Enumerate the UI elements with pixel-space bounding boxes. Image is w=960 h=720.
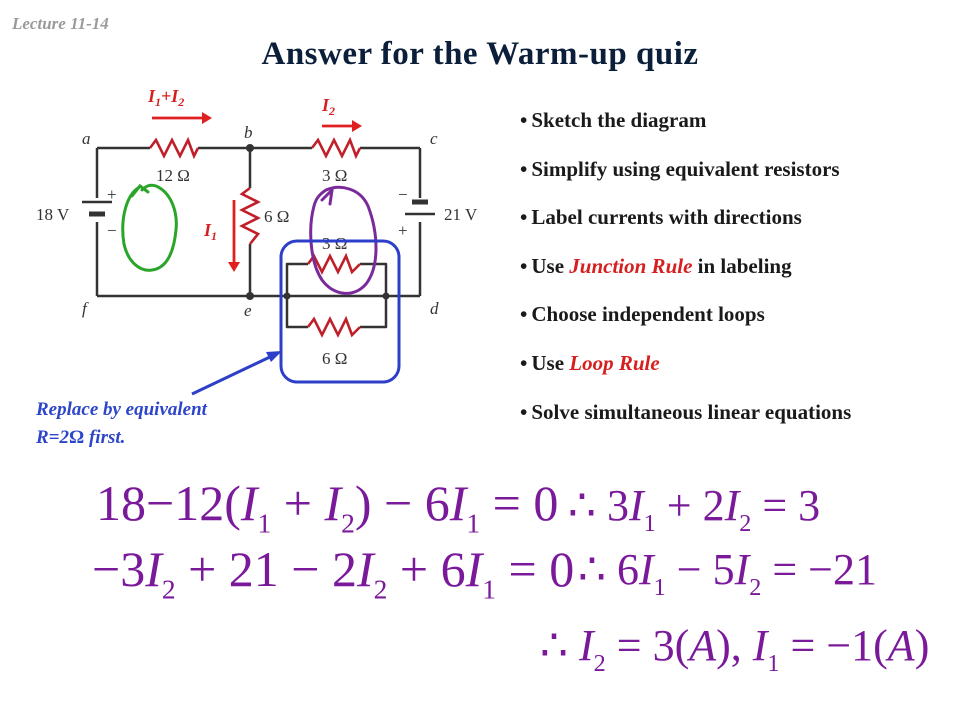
arrowhead-equivalent-pointer — [266, 351, 282, 362]
arrow-equivalent-pointer — [191, 354, 273, 396]
step-item-text: Sketch the diagram — [531, 108, 707, 132]
loop-purple — [309, 185, 378, 295]
arrowhead-current-i2 — [352, 120, 362, 132]
slide-title: Answer for the Warm-up quiz — [261, 36, 699, 72]
label-6ohm-mid: 6 Ω — [264, 207, 289, 226]
bullet-dot: • — [520, 253, 528, 278]
step-item-text: Simplify using equivalent resistors — [531, 156, 840, 181]
battery-right-minus: − — [398, 185, 408, 204]
label-6ohm-parallel: 6 Ω — [322, 349, 347, 368]
step-item: •Sketch the diagram — [520, 105, 851, 154]
resistor-6ohm-parallel — [306, 315, 361, 338]
step-item: •Simplify using equivalent resistors — [520, 154, 851, 203]
node-label-b: b — [244, 123, 253, 142]
step-item-highlight: Loop Rule — [569, 350, 660, 375]
therefore-symbol: ∴ — [578, 545, 606, 594]
step-item-text: Label currents with directions — [531, 205, 802, 230]
equation-simplified-1: ∴ 3I1 + 2I2 = 3 — [568, 481, 821, 537]
step-item-text: in labeling — [692, 253, 792, 278]
lecture-label: Lecture 11-14 — [12, 14, 109, 33]
label-current-sum: I1+I2 — [147, 86, 184, 109]
resistor-3ohm-parallel — [306, 252, 361, 275]
bullet-dot: • — [520, 302, 528, 327]
step-item-text: Choose independent loops — [531, 302, 765, 327]
arrowhead-current-sum — [202, 112, 212, 124]
bullet-dot: • — [520, 350, 528, 375]
step-item-text: Use — [531, 253, 570, 278]
step-item: •Solve simultaneous linear equations — [520, 397, 851, 446]
resistor-6ohm-mid — [239, 186, 261, 245]
equation-loop-1: 18−12(I1 + I2) − 6I1 = 0 — [96, 475, 559, 539]
battery-right-plus: + — [398, 221, 408, 240]
label-18v: 18 V — [36, 205, 70, 224]
node-label-f: f — [82, 299, 89, 318]
therefore-symbol: ∴ — [568, 481, 596, 530]
node-dot-parallel-left — [283, 292, 291, 300]
bullet-dot: • — [520, 156, 528, 181]
note-line-1: Replace by equivalent — [36, 399, 207, 420]
omega-symbol: Ω — [69, 427, 85, 448]
equation-simplified-2: ∴ 6I1 − 5I2 = −21 — [578, 545, 877, 601]
label-3ohm-parallel: 3 Ω — [322, 234, 347, 253]
step-item-text: Solve simultaneous linear equations — [531, 399, 852, 424]
resistor-12ohm — [148, 136, 200, 160]
step-item: •Use Junction Rule in labeling — [520, 251, 851, 300]
step-item-text: Use — [531, 350, 570, 375]
label-3ohm-top: 3 Ω — [322, 166, 347, 185]
equation-loop-2: −3I2 + 21 − 2I2 + 6I1 = 0 — [92, 541, 575, 605]
label-current-i1: I1 — [203, 220, 217, 243]
step-list: •Sketch the diagram•Simplify using equiv… — [520, 105, 851, 445]
step-item-highlight: Junction Rule — [569, 253, 693, 278]
step-item: •Label currents with directions — [520, 202, 851, 251]
wire-parallel — [285, 262, 388, 329]
therefore-symbol: ∴ — [540, 621, 568, 670]
label-21v: 21 V — [444, 205, 478, 224]
step-item: •Choose independent loops — [520, 299, 851, 348]
node-dot-e — [246, 292, 254, 300]
node-label-a: a — [82, 129, 91, 148]
node-dot-parallel-right — [382, 292, 390, 300]
battery-left-plus: + — [107, 185, 117, 204]
battery-left-minus: − — [107, 221, 117, 240]
step-item: •Use Loop Rule — [520, 348, 851, 397]
note-line-2: R=2Ω first. — [36, 427, 126, 448]
node-label-e: e — [244, 301, 252, 320]
node-label-c: c — [430, 129, 438, 148]
label-12ohm: 12 Ω — [156, 166, 190, 185]
arrowhead-current-i1 — [228, 262, 240, 272]
bullet-dot: • — [520, 108, 528, 132]
circuit-diagram: a b c d e f 12 Ω 3 Ω 6 Ω 3 Ω 6 Ω 18 V 21… — [36, 86, 478, 396]
bullet-dot: • — [520, 399, 528, 424]
node-dot-b — [246, 144, 254, 152]
loop-green-arrow — [130, 183, 150, 198]
equivalent-box — [279, 239, 401, 384]
loop-purple-arrow — [320, 185, 335, 206]
loop-green — [121, 183, 178, 272]
equivalent-note: Replace by equivalent R=2Ω first. — [36, 396, 207, 452]
equation-solution: ∴ I2 = 3(A), I1 = −1(A) — [540, 621, 930, 677]
resistor-3ohm-top — [310, 136, 362, 160]
label-current-i2: I2 — [321, 95, 335, 118]
bullet-dot: • — [520, 205, 528, 230]
node-label-d: d — [430, 299, 439, 318]
